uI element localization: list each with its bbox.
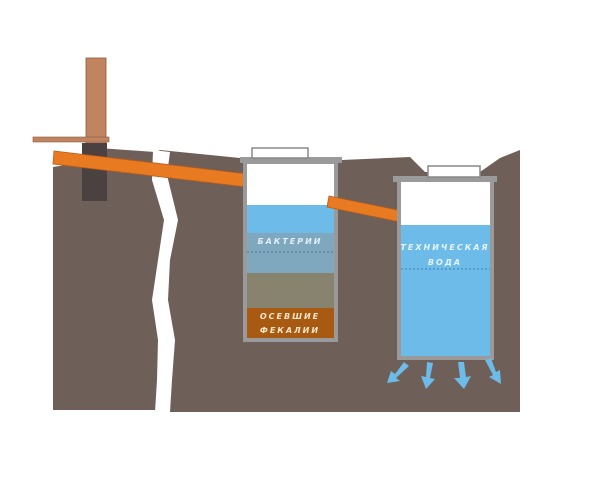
seepage-arrows bbox=[387, 358, 501, 389]
arrow-icon bbox=[387, 362, 409, 383]
vent-pipe bbox=[85, 57, 107, 147]
wall-plank bbox=[32, 136, 110, 143]
label-water-2: ВОДА bbox=[428, 258, 462, 267]
label-sediment-2: ФЕКАЛИИ bbox=[260, 326, 320, 335]
post-base bbox=[82, 143, 107, 201]
arrow-icon bbox=[485, 358, 501, 384]
filtration-well bbox=[393, 165, 497, 360]
arrow-icon bbox=[454, 362, 471, 389]
septic-tank bbox=[240, 147, 342, 342]
ground-crack bbox=[152, 150, 178, 412]
label-sediment-1: ОСЕВШИЕ bbox=[260, 312, 320, 321]
arrow-icon bbox=[421, 362, 435, 389]
label-bacteria: БАКТЕРИИ bbox=[257, 237, 322, 246]
label-water-1: ТЕХНИЧЕСКАЯ bbox=[400, 243, 489, 252]
